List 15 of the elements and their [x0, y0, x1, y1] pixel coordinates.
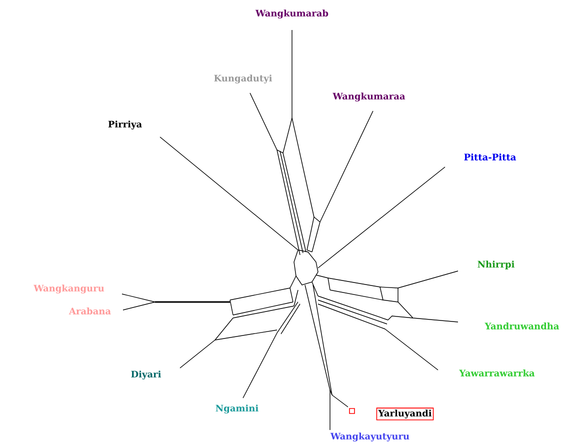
taxon-label: Pitta-Pitta	[464, 154, 516, 160]
highlighted-label: Yarluyandi	[376, 408, 434, 420]
highlight-marker	[349, 408, 355, 414]
taxon-label: Kungadutyi	[214, 74, 272, 84]
taxon-label: Pirriya	[108, 120, 142, 130]
taxon-label: Diyari	[131, 370, 161, 380]
taxon-label: Wangkumaraa	[332, 92, 406, 102]
taxon-label: Yawarrawarrka	[459, 370, 535, 376]
taxon-label: Wangkumarab	[255, 10, 328, 18]
taxon-label: Ngamini	[216, 404, 258, 414]
taxon-label: Wangkanguru	[34, 284, 104, 294]
taxon-label: Wangkayutyuru	[330, 432, 410, 442]
taxon-label: Yandruwandha	[484, 322, 560, 330]
taxon-label: Nhirrpi	[478, 260, 514, 270]
taxon-label: Arabana	[68, 308, 111, 314]
